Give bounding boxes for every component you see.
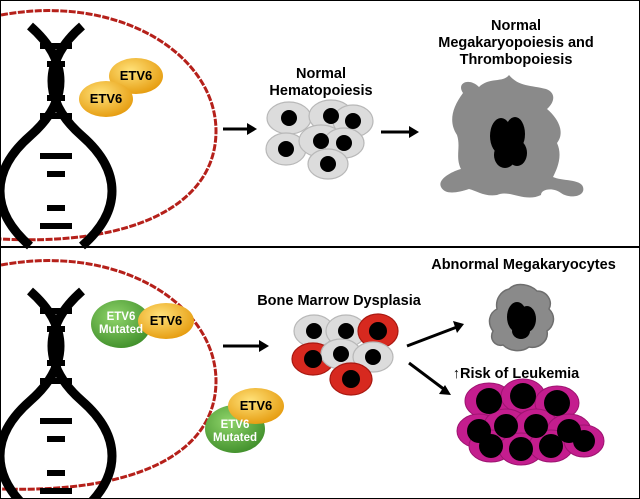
bottom-arrow-1-head	[259, 340, 269, 352]
dysplastic-cell-nuclei	[304, 322, 387, 388]
normal-hematopoiesis-label: Normal Hematopoiesis	[261, 66, 381, 100]
bone-marrow-dysplasia-label: Bone Marrow Dysplasia	[257, 293, 421, 309]
top-etv6-label-back: ETV6	[119, 68, 153, 83]
etv6-mutated-line-2: Mutated	[98, 324, 144, 336]
free-etv6-label: ETV6	[239, 398, 273, 413]
bottom-etv6-label: ETV6	[149, 313, 183, 328]
normal-hematopoiesis-line-2: Hematopoiesis	[269, 83, 373, 99]
bottom-etv6-mutated-protein	[91, 300, 151, 348]
bottom-arrow-down-head	[439, 385, 451, 395]
free-etv6-protein	[228, 388, 284, 424]
normal-megakaryopoiesis-line-3: Thrombopoiesis	[459, 52, 573, 68]
normal-megakaryopoiesis-line-2: Megakaryopoiesis and	[438, 35, 594, 51]
top-circle-outline	[1, 9, 218, 242]
bottom-etv6-protein	[138, 303, 194, 339]
top-etv6-protein-front	[79, 81, 133, 117]
normal-megakaryopoiesis-label: Normal Megakaryopoiesis and Thrombopoies…	[421, 18, 611, 69]
normal-hematopoiesis-line-1: Normal	[296, 66, 346, 82]
etv6-mutated-line-1: ETV6	[106, 311, 136, 323]
abnormal-megakaryocyte-nucleus	[507, 302, 536, 339]
free-etv6-mutated-line-1: ETV6	[220, 419, 250, 431]
abnormal-megakaryocytes-label: Abnormal Megakaryocytes	[431, 257, 616, 273]
normal-cell-nuclei	[278, 108, 361, 172]
free-etv6-mutated-line-2: Mutated	[212, 432, 258, 444]
bottom-arrow-up-head	[453, 321, 464, 333]
bottom-etv6-mutated-label: ETV6 Mutated	[96, 311, 146, 337]
normal-megakaryocyte-nucleus	[490, 117, 527, 168]
top-arrow-1-head	[247, 123, 257, 135]
leukemic-cell-nuclei	[467, 383, 595, 461]
top-etv6-label-front: ETV6	[89, 91, 123, 106]
bottom-arrow-up	[406, 325, 458, 348]
free-etv6-mutated-label: ETV6 Mutated	[210, 419, 260, 445]
bottom-arrow-down	[408, 361, 446, 392]
normal-megakaryopoiesis-line-1: Normal	[491, 18, 541, 34]
top-arrow-2-head	[409, 126, 419, 138]
risk-of-leukemia-label: ↑Risk of Leukemia	[452, 366, 580, 382]
top-dna-helix-icon	[1, 26, 112, 246]
